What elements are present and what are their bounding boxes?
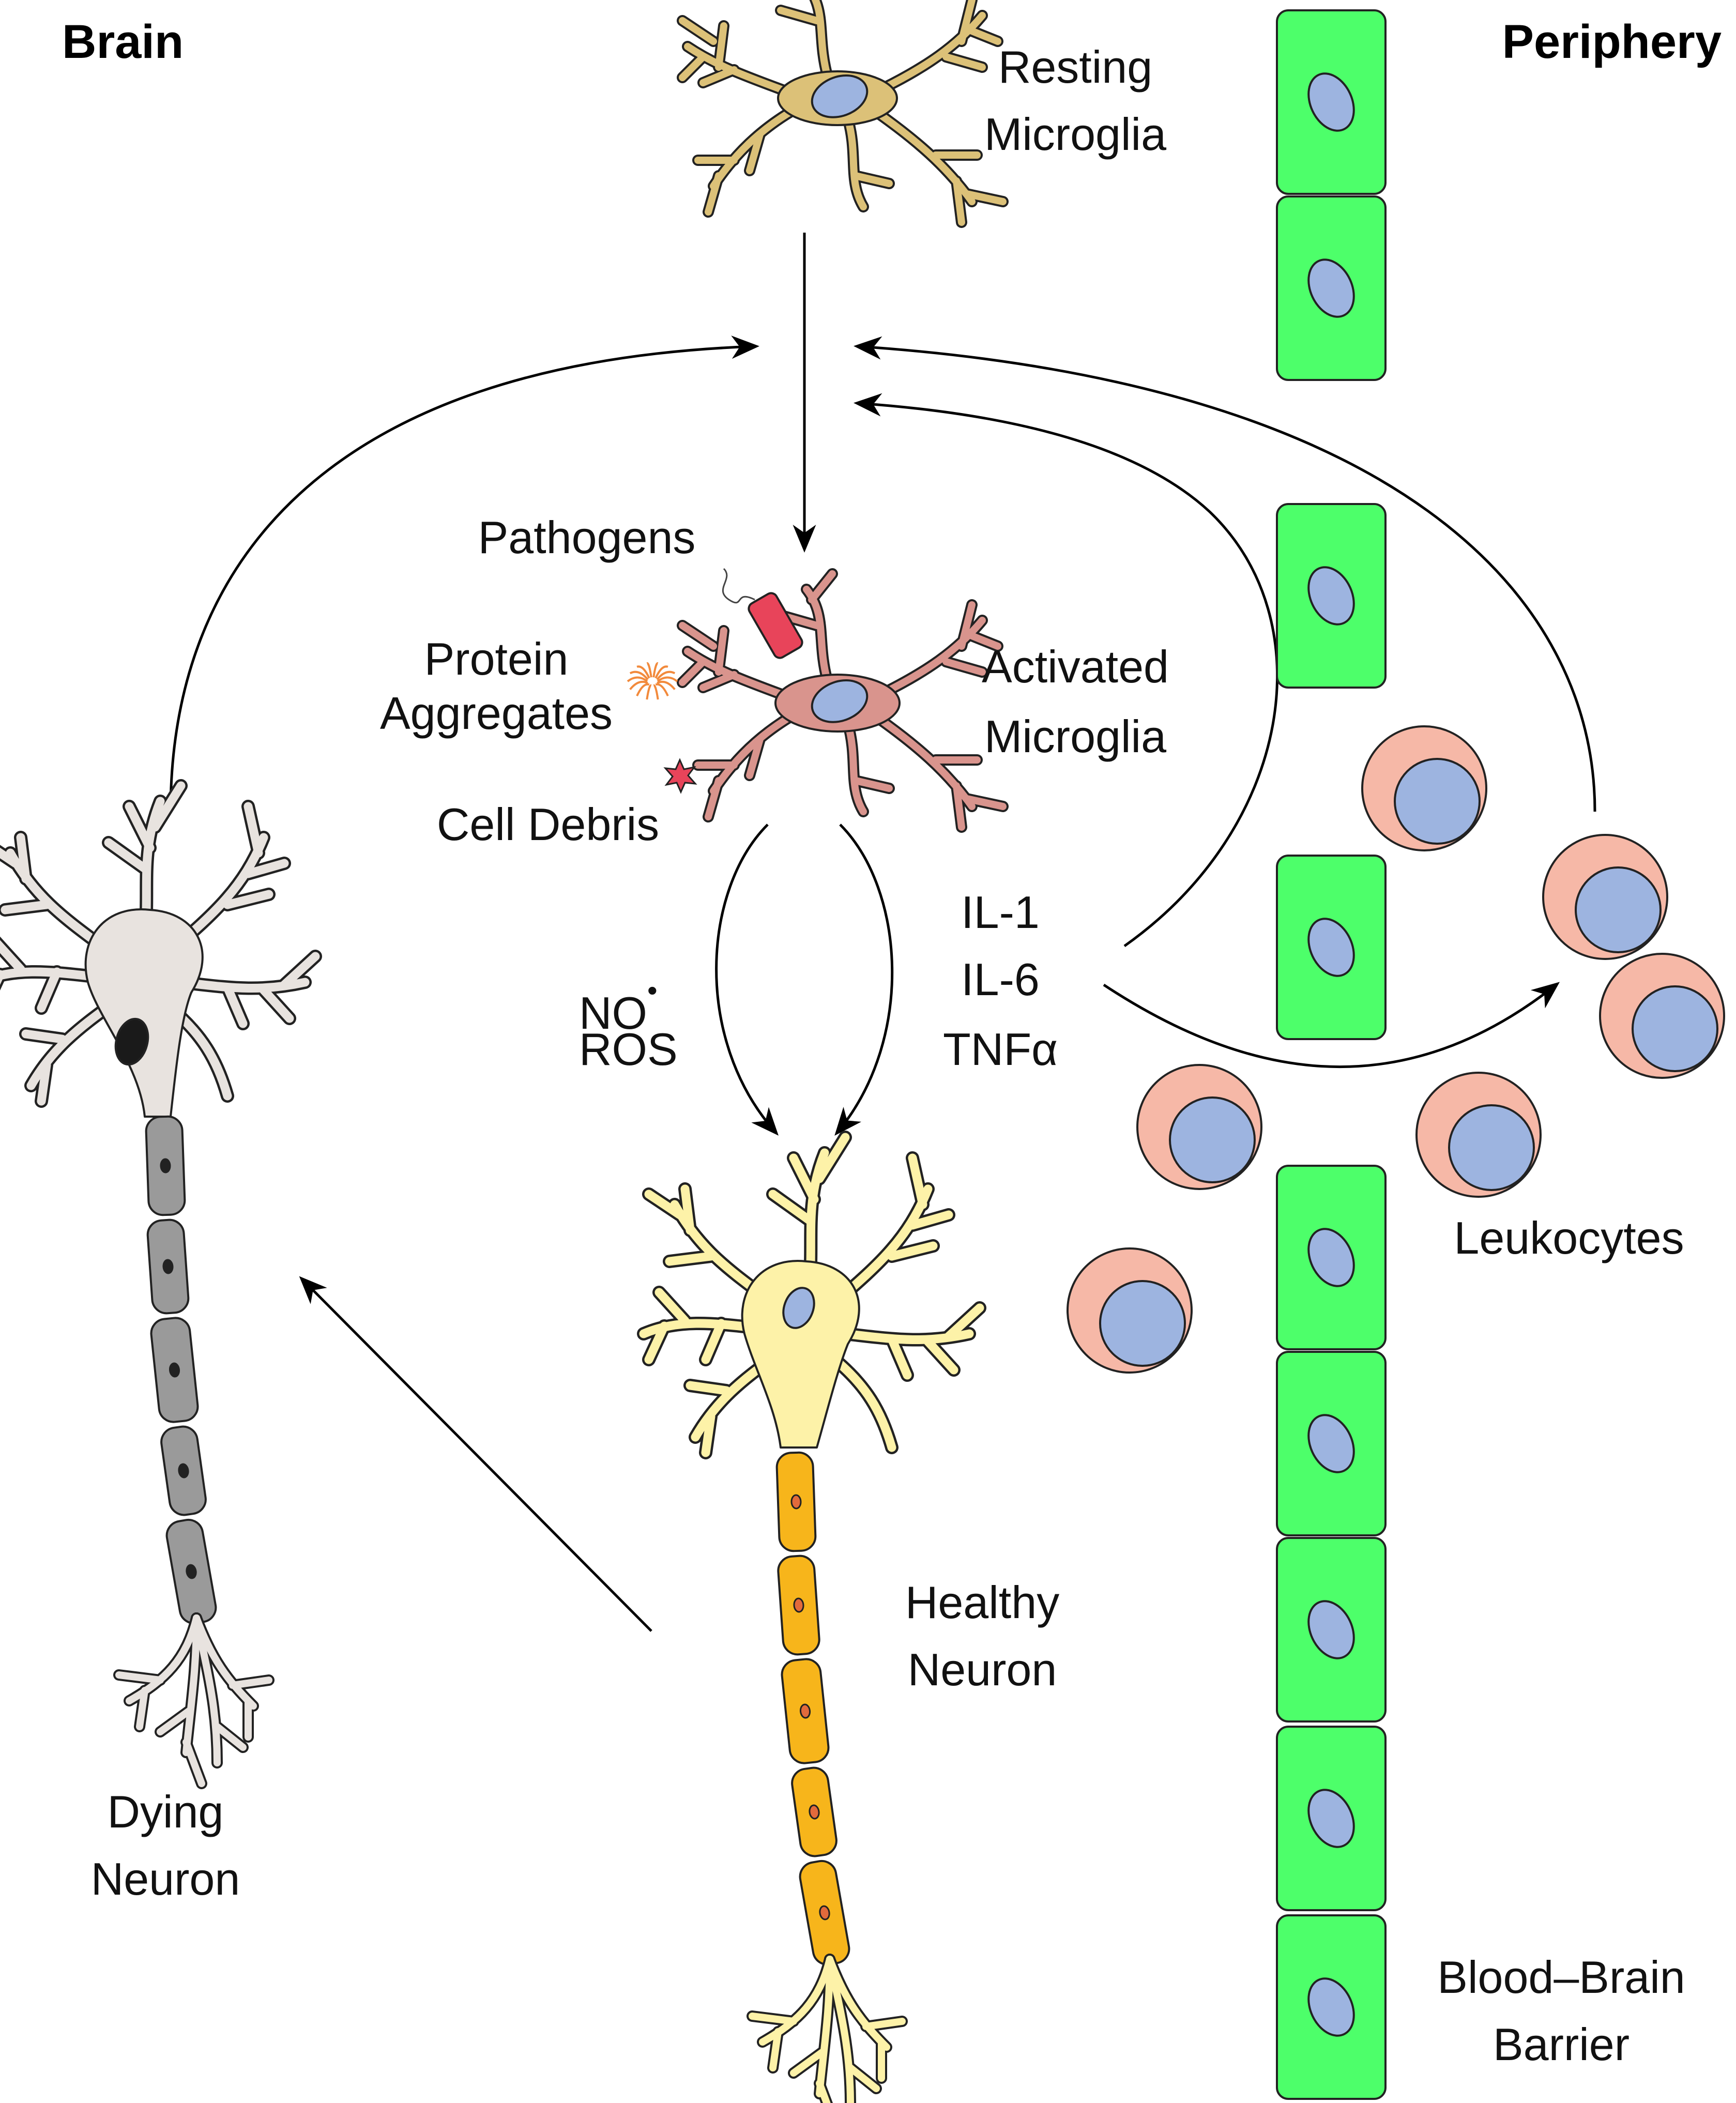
microglia-icon — [677, 568, 1009, 833]
resting-microglia — [677, 0, 1009, 228]
resting-microglia-label-1: Resting — [998, 41, 1152, 93]
leukocyte-icon — [1361, 725, 1487, 851]
myelin-segment — [791, 1766, 837, 1857]
il6-label: IL-6 — [961, 954, 1040, 1005]
leukocyte-nucleus — [1169, 1096, 1256, 1183]
endothelial-nucleus — [1307, 918, 1355, 977]
healthy-neuron-label-1: Healthy — [905, 1577, 1059, 1628]
labels: Resting Microglia Pathogens Protein Aggr… — [91, 41, 1685, 2070]
resting-microglia-label-2: Microglia — [984, 109, 1166, 160]
leukocyte-icon — [1067, 1247, 1193, 1374]
microglia-icon — [677, 0, 1009, 228]
cell-debris-icon — [663, 758, 697, 794]
leukocytes — [1067, 725, 1725, 1374]
endothelial-cell-icon — [1276, 1726, 1387, 1911]
arrows — [169, 233, 1596, 1632]
neuron-icon — [637, 1131, 986, 2103]
myelin-segment — [145, 1115, 186, 1216]
endothelial-nucleus — [1307, 1414, 1355, 1473]
myelin-segment — [775, 1451, 817, 1552]
endothelial-nucleus — [1307, 72, 1355, 132]
endothelial-cell-icon — [1276, 503, 1387, 689]
arrow-cytokines-to-center — [854, 393, 1278, 948]
endothelial-cell-icon — [1276, 1537, 1387, 1723]
myelin-segment — [777, 1555, 820, 1656]
leukocyte-icon — [1599, 953, 1725, 1079]
protein-aggregates-label-2: Aggregates — [380, 688, 613, 739]
activated-microglia-label-2: Microglia — [984, 711, 1166, 762]
leukocyte-icon — [1542, 834, 1668, 960]
endothelial-nucleus — [1307, 1789, 1355, 1848]
leukocyte-nucleus — [1099, 1280, 1186, 1367]
endothelial-cell-icon — [1276, 1165, 1387, 1350]
endothelial-cell-icon — [1276, 1351, 1387, 1536]
endothelial-nucleus — [1307, 1600, 1355, 1659]
myelin-segment — [799, 1860, 850, 1966]
dying-neuron-label-2: Neuron — [91, 1853, 240, 1904]
arrow-leukocyte-to-center — [854, 336, 1596, 812]
dying-neuron-label-1: Dying — [108, 1786, 224, 1837]
activated-microglia — [677, 568, 1009, 833]
arrow-healthy-to-dying — [299, 1276, 652, 1632]
leukocytes-label: Leukocytes — [1454, 1212, 1684, 1263]
myelin-segment — [150, 1317, 199, 1423]
brain-header: Brain — [62, 16, 184, 68]
periphery-header: Periphery — [1502, 16, 1722, 68]
dying-neuron — [0, 779, 322, 1789]
cell-debris-label: Cell Debris — [437, 799, 659, 850]
leukocyte-nucleus — [1394, 758, 1481, 845]
neuron-nucleus — [782, 1287, 815, 1329]
leukocyte-nucleus — [1632, 985, 1718, 1072]
arrow-dying-neuron-to-center — [169, 336, 759, 812]
il1-label: IL-1 — [961, 887, 1040, 938]
endothelial-cell-icon — [1276, 1914, 1387, 2100]
no-radical-dot: • — [647, 974, 658, 1007]
myelin-segment — [160, 1425, 207, 1516]
ros-label: ROS — [579, 1024, 678, 1075]
neuron-icon — [0, 779, 322, 1789]
endothelial-cell-icon — [1276, 195, 1387, 381]
pathogens-label: Pathogens — [478, 512, 696, 563]
pathogen-icon — [722, 568, 803, 659]
leukocyte-nucleus — [1448, 1104, 1535, 1191]
protein-aggregate-icon — [627, 662, 678, 700]
endothelial-nucleus — [1307, 258, 1355, 318]
leukocyte-icon — [1415, 1072, 1542, 1198]
activated-microglia-label-1: Activated — [982, 641, 1169, 692]
bbb-label-1: Blood–Brain — [1437, 1952, 1685, 2003]
endothelial-cell-icon — [1276, 9, 1387, 195]
arrow-cytokines-to-leukocytes — [1103, 982, 1560, 1069]
neuron-nucleus — [114, 1017, 149, 1066]
endothelial-cell-icon — [1276, 855, 1387, 1040]
no-label-text: NO — [579, 987, 647, 1039]
endothelial-nucleus — [1307, 1228, 1355, 1287]
arrow-cytokines-to-healthy — [834, 824, 894, 1136]
blood-brain-barrier — [1276, 9, 1387, 2100]
no-radical-label: NO• — [579, 974, 658, 1039]
microglia-nucleus — [811, 74, 869, 118]
endothelial-nucleus — [1307, 566, 1355, 626]
protein-aggregates-label-1: Protein — [424, 633, 569, 684]
myelin-segment — [781, 1658, 830, 1764]
healthy-neuron-label-2: Neuron — [908, 1644, 1057, 1695]
myelin-segment — [146, 1218, 190, 1315]
microglia-nucleus — [811, 679, 869, 723]
arrow-ros-to-healthy — [715, 824, 779, 1136]
leukocyte-nucleus — [1575, 866, 1662, 953]
healthy-neuron — [637, 1131, 986, 2103]
bbb-label-2: Barrier — [1493, 2019, 1630, 2070]
leukocyte-icon — [1136, 1064, 1262, 1190]
endothelial-nucleus — [1307, 1977, 1355, 2037]
myelin-segment — [165, 1518, 217, 1625]
tnfa-label: TNFα — [943, 1024, 1058, 1075]
